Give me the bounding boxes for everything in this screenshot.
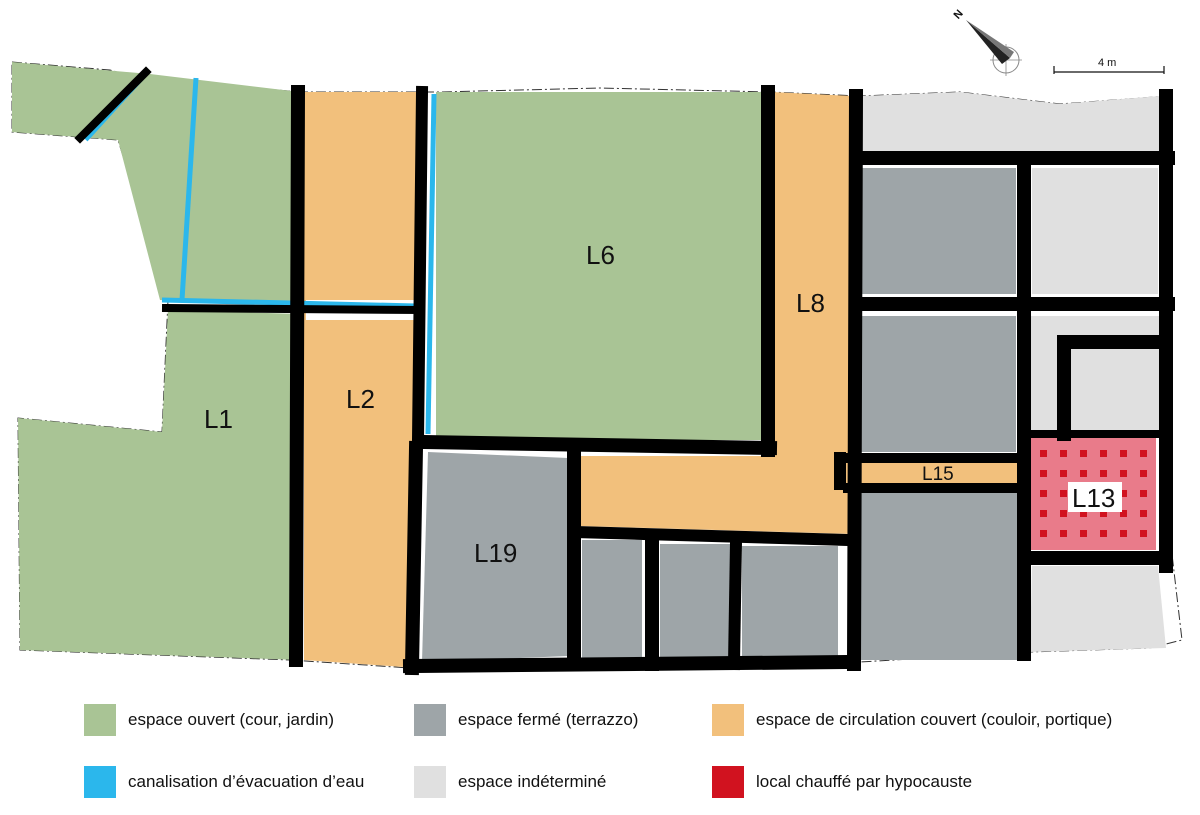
hypocaust-pila <box>1100 510 1107 517</box>
legend-item-closed: espace fermé (terrazzo) <box>414 704 638 736</box>
legend: espace ouvert (cour, jardin) espace ferm… <box>0 690 1200 815</box>
legend-swatch-drain <box>84 766 116 798</box>
legend-item-undetermined: espace indéterminé <box>414 766 606 798</box>
legend-label-closed: espace fermé (terrazzo) <box>458 710 639 729</box>
legend-label-undetermined: espace indéterminé <box>458 772 607 791</box>
undetermined-east-2 <box>1030 316 1160 436</box>
closed-space-l19 <box>422 452 568 662</box>
hypocaust-pila <box>1040 490 1047 497</box>
undetermined-southeast <box>1030 566 1166 652</box>
hypocaust-pila <box>1040 530 1047 537</box>
closed-space-east-2 <box>860 316 1016 452</box>
circulation-l15 <box>852 462 1020 484</box>
hypocaust-pila <box>1120 450 1127 457</box>
closed-space-east-3 <box>854 492 1018 660</box>
room-label-l6: L6 <box>586 240 615 270</box>
hypocaust-pila <box>1060 470 1067 477</box>
hypocaust-pila <box>1100 470 1107 477</box>
hypocaust-pila <box>1080 510 1087 517</box>
walls <box>74 66 1175 676</box>
hypocaust-pila <box>1060 490 1067 497</box>
hypocaust-pila <box>1120 530 1127 537</box>
circulation-l8 <box>580 92 852 534</box>
hypocaust-pila <box>1100 530 1107 537</box>
hypocaust-pila <box>1060 510 1067 517</box>
north-arrow-icon: N <box>952 8 1022 76</box>
legend-swatch-heated <box>712 766 744 798</box>
floor-plan: L1 L2 L6 L8 L15 L19 L13 N 4 m <box>11 8 1183 676</box>
legend-label-circulation: espace de circulation couvert (couloir, … <box>756 710 1113 729</box>
open-space-l1-south <box>18 310 300 660</box>
hypocaust-pila <box>1080 470 1087 477</box>
room-label-l19: L19 <box>474 538 517 568</box>
legend-swatch-open <box>84 704 116 736</box>
scale-label: 4 m <box>1098 57 1116 69</box>
legend-swatch-undetermined <box>414 766 446 798</box>
scale-bar: 4 m <box>1053 57 1165 74</box>
hypocaust-pila <box>1140 510 1147 517</box>
legend-item-circulation: espace de circulation couvert (couloir, … <box>712 704 1112 736</box>
hypocaust-pila <box>1100 450 1107 457</box>
hypocaust-pila <box>1120 470 1127 477</box>
hypocaust-pila <box>1140 530 1147 537</box>
hypocaust-pila <box>1040 450 1047 457</box>
north-label: N <box>952 8 966 22</box>
legend-item-open: espace ouvert (cour, jardin) <box>84 704 334 736</box>
hypocaust-pilae <box>1040 450 1147 537</box>
room-label-l13-bg <box>1068 482 1122 512</box>
room-label-l13: L13 <box>1072 483 1115 513</box>
room-label-l2: L2 <box>346 384 375 414</box>
closed-space-small-3 <box>742 546 838 660</box>
closed-space-small-2 <box>660 544 730 660</box>
hypocaust-pila <box>1080 530 1087 537</box>
legend-item-drain: canalisation d’évacuation d’eau <box>84 766 364 798</box>
closed-space-small-1 <box>582 540 642 658</box>
legend-label-drain: canalisation d’évacuation d’eau <box>128 772 365 791</box>
hypocaust-pila <box>1140 470 1147 477</box>
legend-swatch-closed <box>414 704 446 736</box>
open-space-l1-north <box>12 62 300 304</box>
hypocaust-pila <box>1060 450 1067 457</box>
circulation-l2 <box>304 92 420 668</box>
room-label-l15: L15 <box>922 464 954 485</box>
room-label-l8: L8 <box>796 288 825 318</box>
room-label-l1: L1 <box>204 404 233 434</box>
hypocaust-pila <box>1040 470 1047 477</box>
legend-item-heated: local chauffé par hypocauste <box>712 766 972 798</box>
undetermined-north <box>862 92 1160 152</box>
hypocaust-pila <box>1060 530 1067 537</box>
hypocaust-pila <box>1140 450 1147 457</box>
legend-swatch-circulation <box>712 704 744 736</box>
closed-space-east-1 <box>862 168 1016 294</box>
hypocaust-pila <box>1120 490 1127 497</box>
hypocaust-pila <box>1140 490 1147 497</box>
hypocaust-pila <box>1080 450 1087 457</box>
open-space-l6 <box>436 92 762 440</box>
legend-label-heated: local chauffé par hypocauste <box>756 772 973 791</box>
hypocaust-pila <box>1040 510 1047 517</box>
legend-label-open: espace ouvert (cour, jardin) <box>128 710 334 729</box>
undetermined-east-1 <box>1032 168 1158 294</box>
site-boundary <box>11 61 1183 669</box>
hypocaust-pila <box>1120 510 1127 517</box>
